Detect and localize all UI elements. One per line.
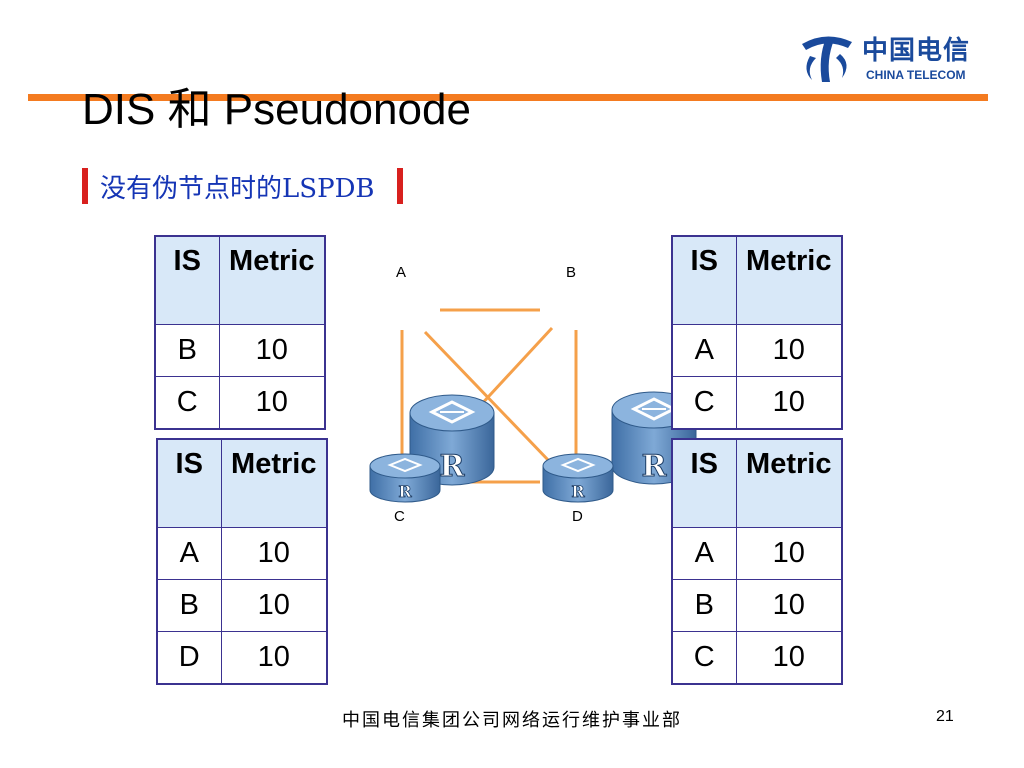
table-cell-is: D	[156, 630, 222, 684]
table-header-row: IS Metric	[154, 235, 326, 325]
table-cell-is: C	[671, 630, 737, 684]
router-label-d: D	[572, 508, 583, 525]
subtitle-text: 没有伪节点时的LSPDB	[100, 173, 375, 204]
table-cell-is: B	[154, 323, 220, 377]
table-row: C 10	[671, 630, 843, 684]
table-row: C 10	[154, 375, 326, 429]
router-a-big-glyph: R	[440, 449, 466, 484]
table-header-row: IS Metric	[671, 438, 843, 528]
router-d: R	[542, 453, 614, 503]
router-b-big-glyph: R	[642, 449, 668, 484]
table-header-metric: Metric	[218, 235, 326, 325]
table-cell-metric: 10	[220, 578, 328, 632]
table-cell-is: C	[671, 375, 737, 429]
slide-footer: 中国电信集团公司网络运行维护事业部	[342, 710, 682, 731]
table-header-is: IS	[156, 438, 222, 528]
table-header-metric: Metric	[220, 438, 328, 528]
table-row: D 10	[156, 630, 328, 684]
subtitle-right-bar	[396, 168, 403, 204]
router-c: R	[369, 453, 441, 503]
table-row: A 10	[671, 526, 843, 580]
table-header-row: IS Metric	[671, 235, 843, 325]
lspdb-table-b: IS Metric A 10 C 10	[671, 235, 843, 430]
lspdb-table-c: IS Metric A 10 B 10 D 10	[156, 438, 328, 685]
table-cell-metric: 10	[735, 375, 843, 429]
table-cell-metric: 10	[735, 323, 843, 377]
table-row: A 10	[156, 526, 328, 580]
table-cell-metric: 10	[218, 375, 326, 429]
table-header-row: IS Metric	[156, 438, 328, 528]
china-telecom-emblem-icon	[802, 36, 852, 82]
table-cell-is: B	[671, 578, 737, 632]
router-label-c: C	[394, 508, 405, 525]
table-cell-metric: 10	[735, 578, 843, 632]
table-row: C 10	[671, 375, 843, 429]
slide-subtitle: 没有伪节点时的LSPDB	[82, 166, 403, 206]
slide-title: DIS 和 Pseudonode	[82, 85, 471, 134]
table-header-is: IS	[154, 235, 220, 325]
router-d-glyph: R	[571, 482, 585, 501]
router-label-a: A	[396, 264, 407, 281]
table-header-is: IS	[671, 235, 737, 325]
china-telecom-logo: 中国电信 CHINA TELECOM	[796, 28, 996, 86]
router-c-glyph: R	[398, 482, 412, 501]
table-row: B 10	[154, 323, 326, 377]
table-cell-metric: 10	[735, 630, 843, 684]
subtitle-left-bar	[82, 168, 88, 204]
header-divider	[28, 94, 988, 101]
table-row: B 10	[671, 578, 843, 632]
table-cell-metric: 10	[735, 526, 843, 580]
table-cell-is: A	[671, 323, 737, 377]
table-cell-metric: 10	[220, 630, 328, 684]
table-header-metric: Metric	[735, 438, 843, 528]
page-number: 21	[936, 708, 954, 725]
table-row: B 10	[156, 578, 328, 632]
lspdb-table-d: IS Metric A 10 B 10 C 10	[671, 438, 843, 685]
table-cell-metric: 10	[218, 323, 326, 377]
table-cell-is: C	[154, 375, 220, 429]
table-header-metric: Metric	[735, 235, 843, 325]
brand-name-cn: 中国电信	[862, 36, 971, 66]
table-cell-is: B	[156, 578, 222, 632]
lspdb-table-a: IS Metric B 10 C 10	[154, 235, 326, 430]
table-cell-is: A	[156, 526, 222, 580]
router-label-b: B	[566, 264, 577, 281]
table-row: A 10	[671, 323, 843, 377]
brand-name-en: CHINA TELECOM	[866, 68, 966, 82]
table-cell-metric: 10	[220, 526, 328, 580]
table-cell-is: A	[671, 526, 737, 580]
table-header-is: IS	[671, 438, 737, 528]
